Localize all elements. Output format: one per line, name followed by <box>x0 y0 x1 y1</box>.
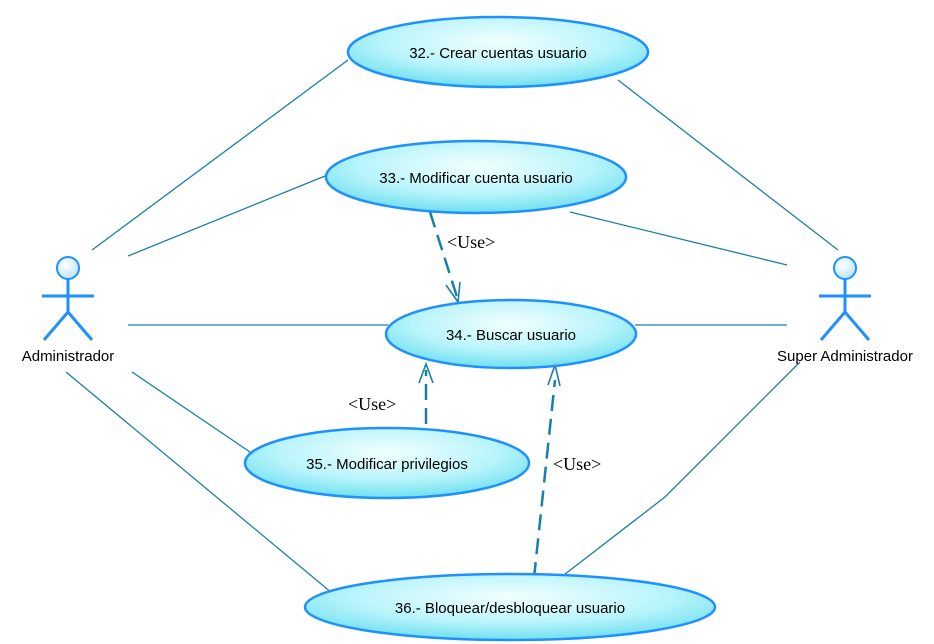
use-case-35-label: 35.- Modificar privilegios <box>306 456 468 473</box>
actor-super-administrador-head <box>833 256 857 280</box>
use-case-35[interactable]: 35.- Modificar privilegios <box>243 426 531 500</box>
use-label-33-34: <Use> <box>447 232 495 252</box>
assoc-admin-uc32 <box>91 59 349 251</box>
use-case-33-label: 33.- Modificar cuenta usuario <box>379 170 572 187</box>
assoc-admin-uc35 <box>131 371 251 453</box>
use-33-34-line <box>428 211 460 301</box>
assoc-super-uc33 <box>569 211 788 266</box>
assoc-super-uc32 <box>617 79 839 251</box>
actor-administrador-label: Administrador <box>22 348 115 365</box>
use-dependencies <box>418 211 561 579</box>
actor-administrador-head <box>56 256 80 280</box>
assoc-super-uc36 <box>559 361 801 579</box>
actor-super-administrador-label: Super Administrador <box>777 348 913 365</box>
use-case-33[interactable]: 33.- Modificar cuenta usuario <box>324 139 628 215</box>
associations <box>65 59 839 599</box>
use-label-36-34: <Use> <box>553 454 601 474</box>
actor-super-administrador[interactable] <box>819 256 871 341</box>
use-case-32[interactable]: 32.- Crear cuentas usuario <box>346 15 650 89</box>
use-case-34[interactable]: 34.- Buscar usuario <box>384 298 638 370</box>
use-35-34-arrowhead <box>418 361 434 384</box>
use-case-36-label: 36.- Bloquear/desbloquear usuario <box>395 600 625 617</box>
use-label-35-34: <Use> <box>348 394 396 414</box>
use-case-32-label: 32.- Crear cuentas usuario <box>409 45 587 62</box>
use-case-34-label: 34.- Buscar usuario <box>446 327 576 344</box>
actor-administrador[interactable] <box>42 256 94 341</box>
assoc-admin-uc33 <box>127 175 326 257</box>
assoc-admin-uc36 <box>65 371 339 599</box>
use-36-34-line <box>532 379 557 579</box>
use-case-36[interactable]: 36.- Bloquear/desbloquear usuario <box>303 572 717 642</box>
